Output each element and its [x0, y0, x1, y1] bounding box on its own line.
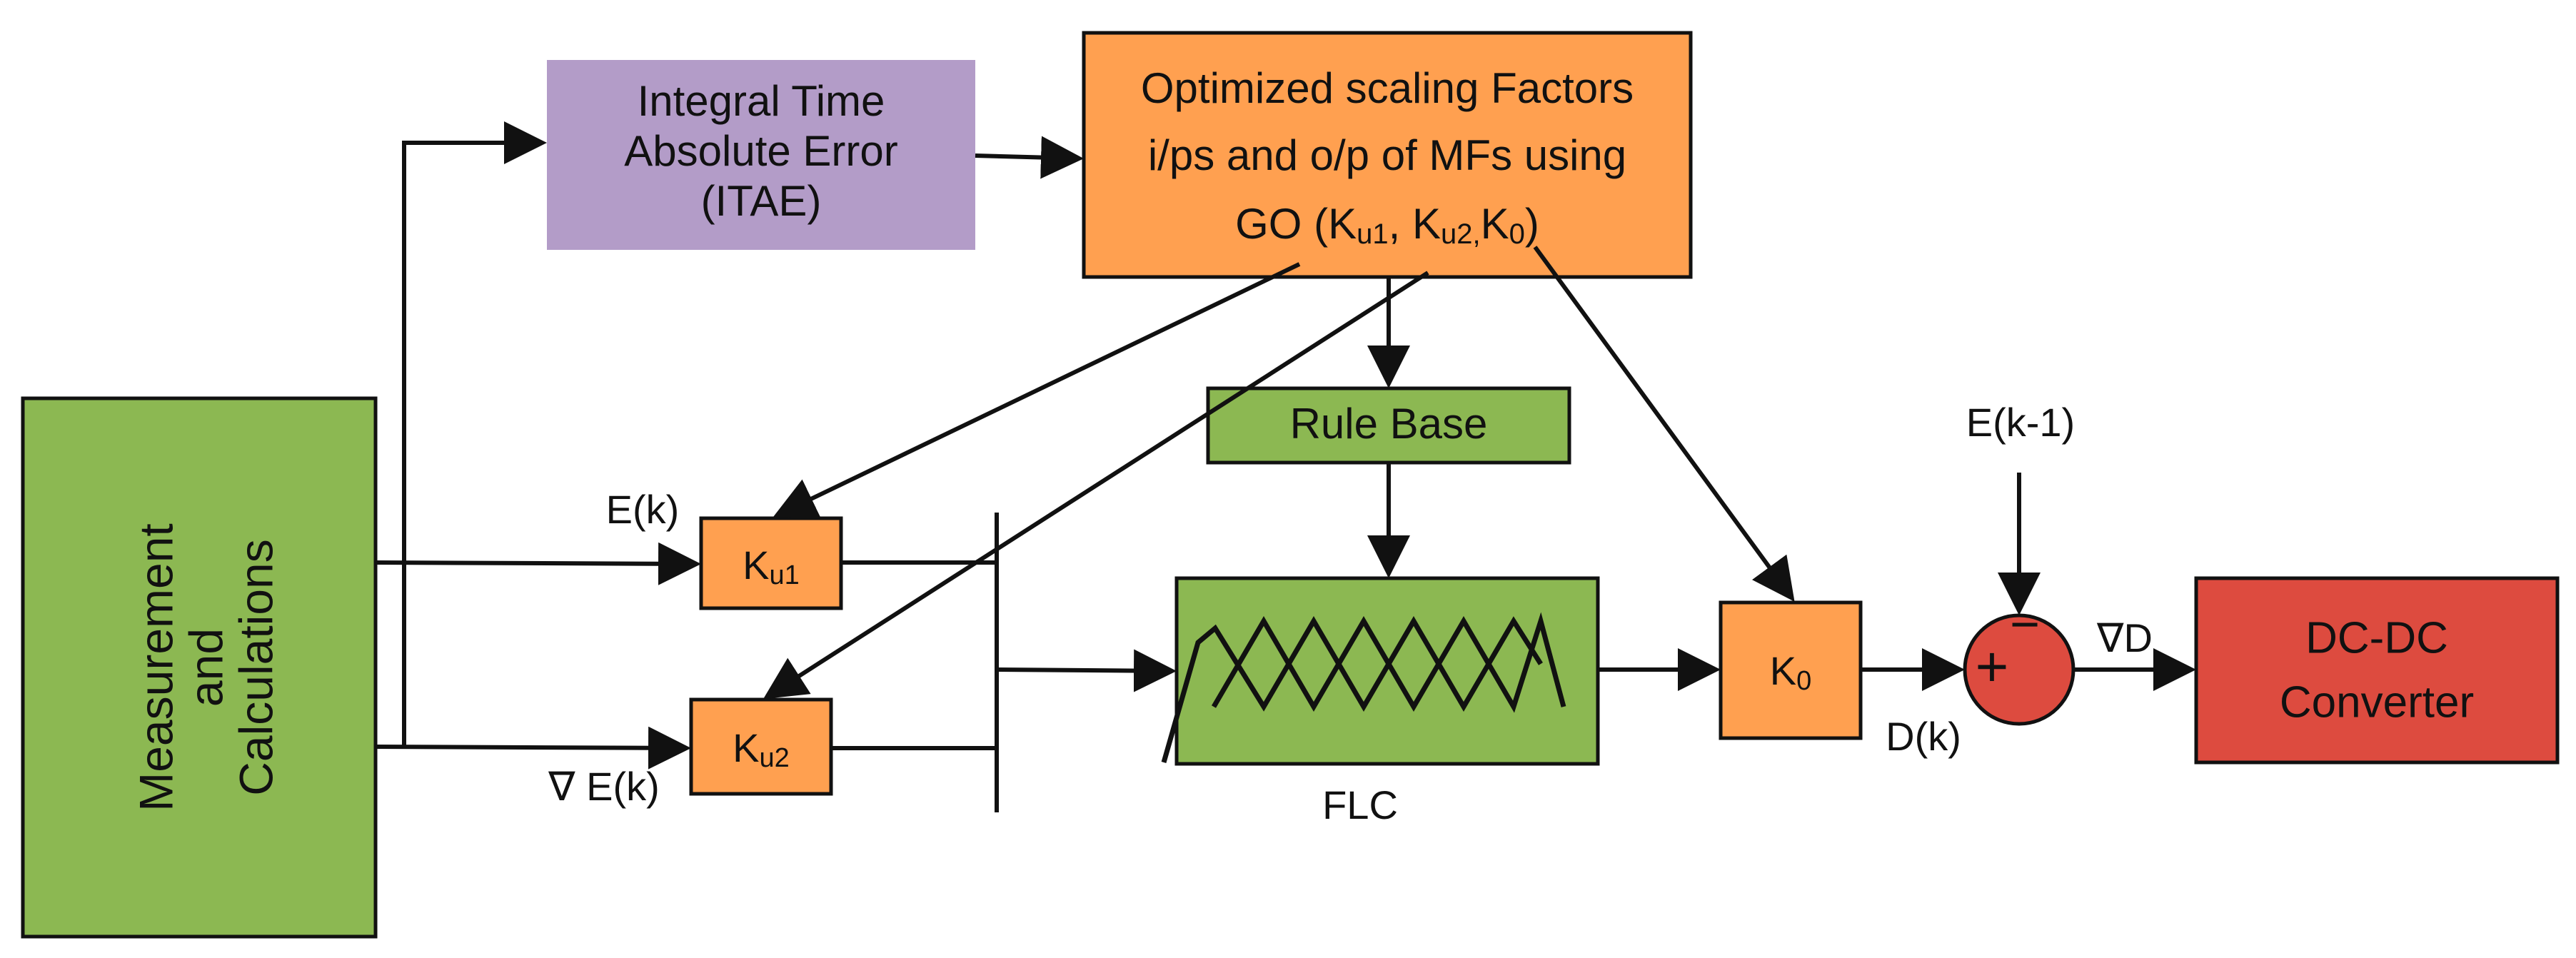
optimizer-to-ku1-line: [773, 262, 1301, 518]
delta-error-input-line: [375, 726, 691, 770]
error-input-line: [375, 542, 701, 585]
summing-junction: − +: [1963, 596, 2076, 726]
rule-base-label: Rule Base: [1290, 400, 1488, 448]
ku2-label: Ku2: [733, 725, 790, 773]
mux-to-flc-line: [996, 649, 1177, 692]
itae-box: [547, 60, 975, 250]
converter-label-line1: DC-DC: [2305, 613, 2448, 662]
feedback-to-itae-line: [402, 121, 547, 747]
prev-error-signal-label: E(k-1): [1966, 400, 2075, 445]
summing-minus-sign: −: [2010, 596, 2040, 653]
summing-plus-sign: +: [1976, 635, 2009, 698]
ku1-label: Ku1: [743, 543, 800, 590]
membership-functions-graphic-2: [1211, 612, 1566, 713]
measurement-label-line3: Calculations: [229, 539, 282, 796]
itae-to-optimizer-line: [975, 136, 1084, 179]
measurement-label-line1: Measurement: [129, 523, 182, 812]
optimizer-to-ku2-line: [763, 271, 1429, 700]
ku2-gain-block: Ku2: [689, 697, 833, 796]
k0-label: K0: [1770, 648, 1812, 696]
optimizer-label-line2: i/ps and o/p of MFs using: [1148, 131, 1626, 179]
measurement-box: [21, 396, 378, 939]
connectors: [375, 121, 2196, 812]
converter-label-line2: Converter: [2280, 677, 2474, 727]
flc-block: FLC: [1161, 576, 1600, 827]
optimizer-block: Optimized scaling Factors i/ps and o/p o…: [1082, 31, 1693, 279]
optimizer-to-k0-line: [1533, 246, 1795, 602]
rule-base-block: Rule Base: [1206, 386, 1571, 465]
optimizer-label-line3: GO (Ku1, Ku2,K0): [1235, 200, 1539, 250]
measurement-label-line2: and: [179, 628, 232, 707]
converter-block: DC-DC Converter: [2194, 576, 2560, 765]
ku1-gain-block: Ku1: [699, 516, 843, 610]
ku2-box: [689, 697, 833, 796]
itae-block: Integral Time Absolute Error (ITAE): [547, 60, 975, 250]
rule-base-box: [1206, 386, 1571, 465]
k0-gain-block: K0: [1719, 600, 1863, 740]
optimizer-label-line1: Optimized scaling Factors: [1141, 64, 1634, 112]
flc-label: FLC: [1322, 782, 1398, 827]
error-signal-label: E(k): [606, 487, 680, 532]
measurement-block: Measurement and Calculations: [21, 396, 378, 939]
delta-error-signal-label: ∇ E(k): [548, 764, 660, 809]
converter-box: [2194, 576, 2560, 765]
itae-label-line3: (ITAE): [701, 177, 822, 225]
duty-signal-label: D(k): [1886, 714, 1961, 759]
optimizer-box: [1082, 31, 1693, 279]
delta-duty-signal-label: ∇D: [2096, 615, 2153, 660]
itae-label-line2: Absolute Error: [624, 127, 898, 175]
itae-label-line1: Integral Time: [638, 77, 885, 125]
